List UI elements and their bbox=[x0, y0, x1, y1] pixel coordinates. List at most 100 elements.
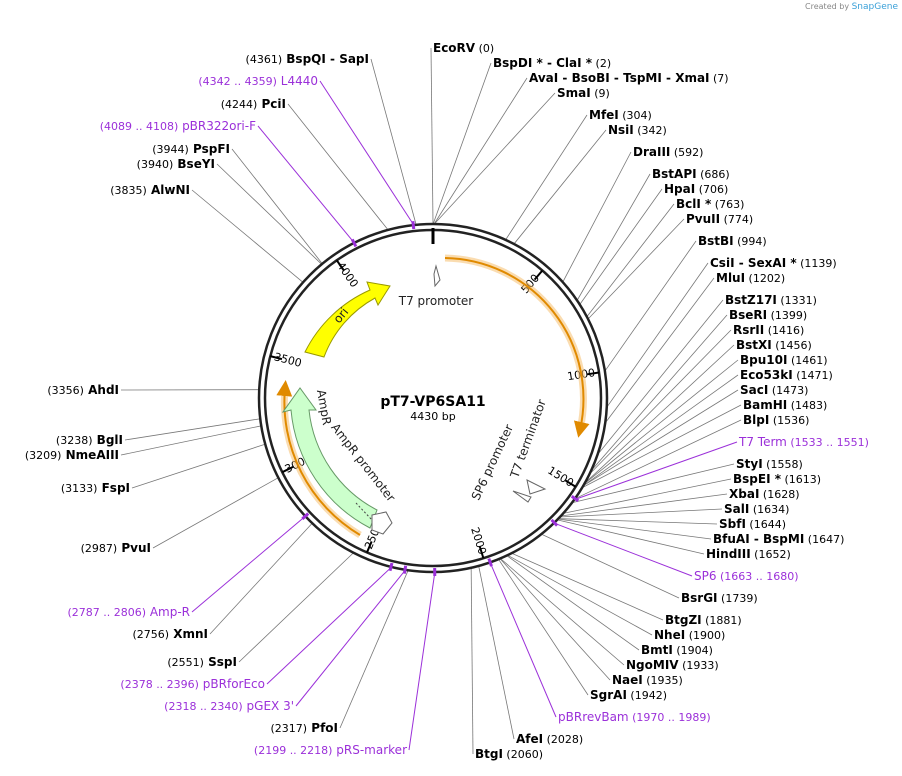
leader-line bbox=[586, 344, 735, 482]
leader-line bbox=[470, 568, 474, 755]
leader-line bbox=[507, 555, 640, 651]
site-name: NgoMIV bbox=[626, 658, 679, 672]
site-position: (2378 .. 2396) bbox=[120, 678, 199, 691]
tick-mark bbox=[270, 355, 283, 361]
leader-line bbox=[564, 478, 732, 514]
leader-line bbox=[585, 374, 739, 485]
leader-line bbox=[598, 299, 724, 453]
enzyme-site-label: BstBI (994) bbox=[698, 234, 767, 248]
tick-mark bbox=[564, 479, 577, 488]
plasmid-name: pT7-VP6SA11 bbox=[380, 394, 485, 410]
enzyme-site-label: EcoRV (0) bbox=[433, 41, 494, 55]
leader-line bbox=[287, 103, 388, 230]
leader-line bbox=[505, 114, 588, 240]
site-position: (1416) bbox=[764, 324, 804, 337]
site-name: pBRforEco bbox=[199, 677, 265, 691]
leader-line bbox=[573, 463, 735, 503]
site-name: AfeI bbox=[516, 732, 543, 746]
enzyme-site-label: (3835) AlwNI bbox=[110, 183, 190, 197]
site-name: Eco53kI bbox=[740, 368, 793, 382]
site-position: (304) bbox=[619, 109, 652, 122]
site-position: (3356) bbox=[47, 384, 84, 397]
features bbox=[276, 254, 590, 539]
site-name: HpaI bbox=[664, 182, 695, 196]
site-position: (2318 .. 2340) bbox=[164, 700, 243, 713]
site-name: PspFI bbox=[189, 142, 230, 156]
site-name: HindIII bbox=[706, 547, 751, 561]
site-position: (1558) bbox=[763, 458, 803, 471]
leader-line bbox=[478, 566, 515, 740]
site-name: BfuAI bbox=[713, 532, 750, 546]
enzyme-site-label: NaeI (1935) bbox=[612, 673, 683, 687]
site-position: (706) bbox=[695, 183, 728, 196]
site-name: NmeAIII bbox=[61, 448, 119, 462]
site-name: PciI bbox=[257, 97, 286, 111]
leader-line bbox=[257, 125, 354, 243]
leader-line bbox=[584, 389, 739, 486]
site-separator: - bbox=[558, 71, 567, 85]
site-position: (1461) bbox=[787, 354, 827, 367]
t7-terminator-feature-arrow bbox=[526, 479, 547, 495]
primer-label: (4342 .. 4359) L4440 bbox=[198, 74, 318, 88]
plasmid-backbone bbox=[257, 222, 609, 574]
tick-mark bbox=[533, 269, 544, 281]
enzyme-site-label: (2551) SspI bbox=[167, 655, 237, 669]
site-name: BseYI bbox=[173, 157, 215, 171]
site-position: (3835) bbox=[110, 184, 147, 197]
enzyme-site-label: SgrAI (1942) bbox=[590, 688, 667, 702]
tick-label: 4000 bbox=[334, 260, 361, 290]
tick-label: 2000 bbox=[468, 526, 489, 557]
t7-promoter-label: T7 promoter bbox=[398, 294, 474, 308]
site-marks bbox=[301, 220, 580, 577]
site-position: (1139) bbox=[797, 257, 837, 270]
primer-label: T7 Term (1533 .. 1551) bbox=[738, 435, 869, 449]
site-name: XmnI bbox=[169, 627, 208, 641]
site-position: (3209) bbox=[25, 449, 62, 462]
site-position: (1483) bbox=[787, 399, 827, 412]
site-position: (1942) bbox=[627, 689, 667, 702]
enzyme-site-label: (2756) XmnI bbox=[132, 627, 208, 641]
leader-line bbox=[370, 58, 417, 224]
primer-mark bbox=[350, 238, 358, 248]
site-position: (1933) bbox=[679, 659, 719, 672]
site-name: DraIII bbox=[633, 145, 670, 159]
site-position: (1536) bbox=[769, 414, 809, 427]
ampr-label: AmpR bbox=[314, 388, 334, 426]
leader-line bbox=[606, 277, 715, 422]
leader-line bbox=[605, 240, 697, 371]
leader-line bbox=[559, 518, 712, 540]
leader-line bbox=[586, 359, 739, 483]
site-name: BmtI bbox=[641, 643, 673, 657]
site-position: (2060) bbox=[503, 748, 543, 761]
leader-line bbox=[562, 151, 632, 282]
site-name: NsiI bbox=[608, 123, 634, 137]
primer-label: (4089 .. 4108) pBR322ori-F bbox=[100, 119, 256, 133]
leader-line bbox=[433, 62, 492, 224]
leader-line bbox=[561, 508, 723, 518]
site-position: (686) bbox=[697, 168, 730, 181]
leader-line bbox=[191, 516, 305, 613]
site-name: BspEI * bbox=[733, 472, 782, 486]
site-position: (0) bbox=[475, 42, 494, 55]
leader-line bbox=[408, 572, 436, 751]
site-name: BstAPI bbox=[652, 167, 697, 181]
site-position: (7) bbox=[710, 72, 729, 85]
site-name: SexAI * bbox=[744, 256, 798, 270]
primer-mark bbox=[301, 512, 310, 521]
site-labels: EcoRV (0)BspDI * - ClaI * (2)AvaI - BsoB… bbox=[25, 41, 869, 761]
leader-line bbox=[152, 477, 278, 549]
site-position: (763) bbox=[711, 198, 744, 211]
enzyme-site-label: (3944) PspFI bbox=[152, 142, 230, 156]
site-name: TspMI bbox=[619, 71, 662, 85]
enzyme-site-label: BstXI (1456) bbox=[736, 338, 812, 352]
leader-line bbox=[238, 553, 353, 663]
site-name: BspMI bbox=[759, 532, 804, 546]
leader-line bbox=[508, 555, 653, 636]
site-position: (3940) bbox=[137, 158, 174, 171]
enzyme-site-label: MluI (1202) bbox=[716, 271, 785, 285]
tick-label: 1500 bbox=[545, 464, 576, 490]
site-name: BamHI bbox=[743, 398, 787, 412]
leader-line bbox=[231, 148, 323, 264]
enzyme-site-label: (3133) FspI bbox=[61, 481, 130, 495]
site-name: CsiI bbox=[710, 256, 735, 270]
